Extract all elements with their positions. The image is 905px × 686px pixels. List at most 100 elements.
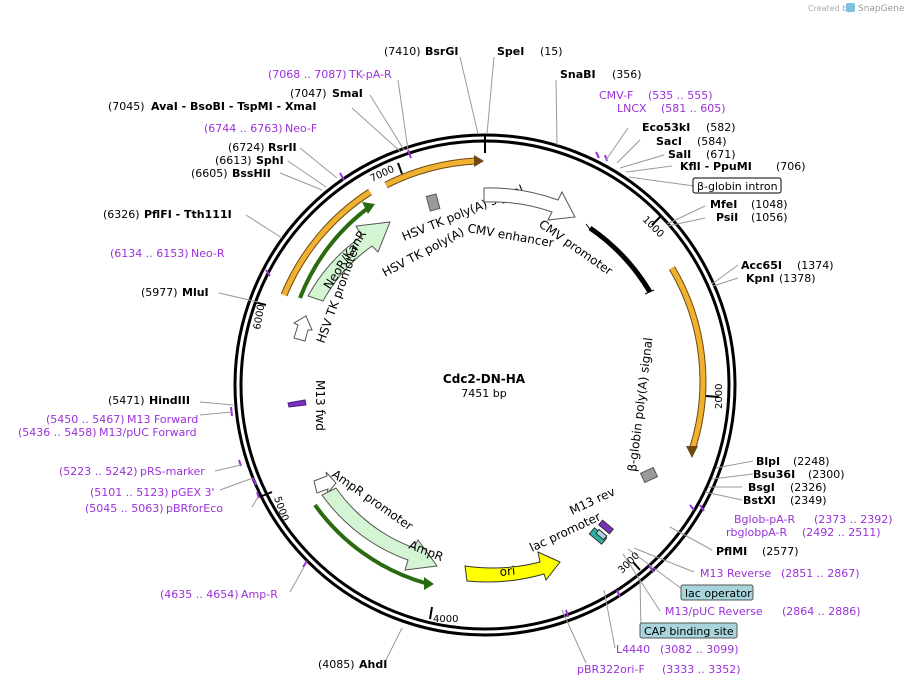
primer-tk-pa-r-range: (7068 .. 7087) [268,68,347,81]
primer-rbglobpa-r-range: (2492 .. 2511) [802,526,881,539]
enzyme-bsshii-pos: (6605) [191,167,228,180]
feature-arc-ampr-green[interactable] [313,503,426,585]
primer-rbglobpa-r[interactable]: rbglobpA-R [726,526,787,539]
feature-ampr-promoter-arrow[interactable] [313,471,337,495]
enzyme-kpni[interactable]: KpnI [746,272,774,285]
enzyme-eco53ki-pos: (582) [706,121,736,134]
enzyme-snabi[interactable]: SnaBI [560,68,596,81]
enzyme-pflmi[interactable]: PflMI [716,545,747,558]
primer-pbrforeco[interactable]: pBRforEco [166,502,223,515]
enzyme-blpi[interactable]: BlpI [756,455,780,468]
feature-neo-kanr[interactable] [307,221,391,302]
primer-pbr322ori-f[interactable]: pBR322ori-F [577,663,645,676]
enzyme-mlui[interactable]: MluI [182,286,209,299]
primer-m13-puc-reverse-range: (2864 .. 2886) [782,605,861,618]
primer-m13-forward[interactable]: M13 Forward [127,413,198,426]
enzyme-bsu36i[interactable]: Bsu36I [753,468,795,481]
primer-cmv-f[interactable]: CMV-F [599,89,633,102]
tick-label-4000: 4000 [433,614,458,625]
primer-neo-f[interactable]: Neo-F [285,122,317,135]
enzyme-sphi[interactable]: SphI [256,154,284,167]
feature-arc-neo-green[interactable] [298,206,370,299]
feature-ampr[interactable] [321,487,438,571]
primer-lncx-range: (581 .. 605) [661,102,726,115]
label-bglobin-intron: β-globin intron [697,180,778,193]
box-lac-operator[interactable] [680,584,754,601]
enzyme-avai-group[interactable]: AvaI - BsoBI - TspMI - XmaI [151,100,316,113]
feature-ori[interactable] [464,551,561,583]
boxed-labels: β-globin intron lac operator CAP binding… [639,177,782,639]
enzyme-rsrii-pos: (6724) [228,141,265,154]
enzyme-hindiii[interactable]: HindIII [149,394,190,407]
enzyme-mfei[interactable]: MfeI [710,198,737,211]
lac-region-features[interactable] [588,519,614,545]
primer-l4440[interactable]: L4440 [616,643,650,656]
primer-m13-puc-reverse[interactable]: M13/pUC Reverse [665,605,763,618]
watermark-created-by: Created by [808,4,852,13]
arrowhead-top-orange [474,155,484,167]
enzyme-saci[interactable]: SacI [656,135,682,148]
primer-cmv-f-range: (535 .. 555) [648,89,713,102]
enzyme-sali[interactable]: SalI [668,148,691,161]
primer-tk-pa-r[interactable]: TK-pA-R [348,68,392,81]
primer-m13-puc-forward-range: (5436 .. 5458) [18,426,97,439]
primer-bglob-pa-r[interactable]: Bglob-pA-R [734,513,796,526]
enzyme-ahdi[interactable]: AhdI [359,658,387,671]
enzyme-rsrii[interactable]: RsrII [268,141,297,154]
enzyme-bsshii[interactable]: BssHII [232,167,271,180]
feature-m13-fwd[interactable] [287,399,307,408]
enzyme-pflfi-pos: (6326) [103,208,140,221]
enzyme-saci-pos: (584) [697,135,727,148]
enzyme-blpi-pos: (2248) [793,455,830,468]
enzyme-pflfi-tth111i[interactable]: PflFI - Tth111I [144,208,232,221]
feature-hsv-tk-polya-block[interactable] [425,193,441,212]
primer-m13-reverse[interactable]: M13 Reverse [700,567,771,580]
primer-pgex3[interactable]: pGEX 3' [171,486,215,499]
enzyme-bstxi[interactable]: BstXI [743,494,776,507]
enzyme-eco53ki[interactable]: Eco53kI [642,121,690,134]
cmv-promoter-start-tick [585,223,593,233]
feature-cmv-enhancer[interactable] [483,187,576,221]
enzyme-bsrgi-pos: (7410) [384,45,421,58]
enzyme-bsrgi[interactable]: BsrGI [425,45,458,58]
ruler-ticks [253,135,720,620]
enzyme-bsu36i-pos: (2300) [808,468,845,481]
label-ori: ori [499,564,516,579]
feature-arc-right-orange-fill [669,266,706,451]
feature-arc-top-orange-fill [384,158,476,188]
primer-lncx[interactable]: LNCX [617,102,647,115]
box-bglobin-intron[interactable] [692,177,782,194]
enzyme-acc65i[interactable]: Acc65I [741,259,782,272]
enzyme-kfli-ppumi[interactable]: KflI - PpuMI [680,160,752,173]
enzyme-smai-pos: (7047) [290,87,327,100]
enzyme-sali-pos: (671) [706,148,736,161]
plasmid-size: 7451 bp [461,387,506,400]
primer-m13-puc-forward[interactable]: M13/pUC Forward [99,426,197,439]
enzyme-ahdi-pos: (4085) [318,658,355,671]
enzyme-psii[interactable]: PsiI [716,211,738,224]
box-cap-binding-site[interactable] [639,622,738,639]
primer-neo-r[interactable]: Neo-R [191,247,225,260]
enzyme-sphi-pos: (6613) [215,154,252,167]
feature-cmv-promoter[interactable] [588,225,653,294]
primer-amp-r[interactable]: Amp-R [241,588,278,601]
enzyme-labels: (7410) BsrGI SpeI (15) SnaBI (356) (7047… [103,45,845,671]
enzyme-pflmi-pos: (2577) [762,545,799,558]
enzyme-mlui-pos: (5977) [141,286,178,299]
primer-m13-forward-range: (5450 .. 5467) [46,413,125,426]
primer-amp-r-range: (4635 .. 4654) [160,588,239,601]
feature-bglobin-polya-block[interactable] [639,466,659,484]
primer-pgex3-range: (5101 .. 5123) [90,486,169,499]
enzyme-bsgi[interactable]: BsgI [748,481,775,494]
plasmid-name: Cdc2-DN-HA [443,372,526,386]
primer-pbr322ori-f-range: (3333 .. 3352) [662,663,741,676]
enzyme-snabi-pos: (356) [612,68,642,81]
snapgene-logo-icon [846,3,855,12]
enzyme-smai[interactable]: SmaI [332,87,363,100]
arrowhead-right-orange [686,446,698,458]
enzyme-spei[interactable]: SpeI [497,45,524,58]
primer-prs-marker[interactable]: pRS-marker [140,465,205,478]
feature-hsv-tk-promoter-arrow[interactable] [292,315,313,342]
enzyme-kpni-pos: (1378) [779,272,816,285]
